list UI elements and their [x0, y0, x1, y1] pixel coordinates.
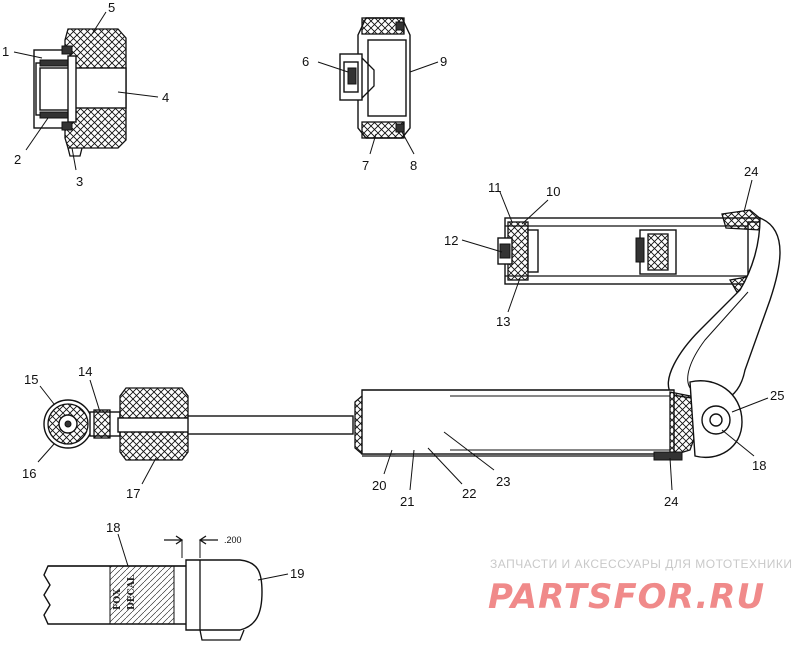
callout-3: 3	[76, 174, 83, 189]
watermark-logo: PARTSFOR.RU	[488, 577, 765, 617]
callout-23: 23	[496, 474, 510, 489]
callout-labels: 1 2 3 4 5 6 7 8 9 10 11 12 13 24 14 15 1…	[2, 0, 784, 581]
callout-4: 4	[162, 90, 169, 105]
callout-1: 1	[2, 44, 9, 59]
callout-7: 7	[362, 158, 369, 173]
callout-5: 5	[108, 0, 115, 15]
callout-19: 19	[290, 566, 304, 581]
callout-9: 9	[440, 54, 447, 69]
callout-11: 11	[488, 180, 502, 195]
watermark-tagline: ЗАПЧАСТИ И АКСЕССУАРЫ ДЛЯ МОТОТЕХНИКИ	[490, 557, 792, 571]
callout-8: 8	[410, 158, 417, 173]
callout-18-body: 18	[752, 458, 766, 473]
reservoir-assembly	[497, 209, 765, 295]
callout-24-bottom: 24	[664, 494, 678, 509]
callout-25: 25	[770, 388, 784, 403]
callout-24-top: 24	[744, 164, 758, 179]
cap-assembly-detail	[339, 17, 411, 139]
callout-10: 10	[546, 184, 560, 199]
decal-detail: FOX DECAL .200	[43, 535, 263, 641]
callout-6: 6	[302, 54, 309, 69]
callout-21: 21	[400, 494, 414, 509]
callout-18-decal: 18	[106, 520, 120, 535]
decal-text-fox: FOX	[113, 589, 123, 610]
callout-14: 14	[78, 364, 92, 379]
bushing-assembly-detail	[33, 28, 127, 157]
callout-16: 16	[22, 466, 36, 481]
decal-text-decal: DECAL	[127, 574, 137, 610]
callout-13: 13	[496, 314, 510, 329]
watermark: ЗАПЧАСТИ И АКСЕССУАРЫ ДЛЯ МОТОТЕХНИКИ PA…	[488, 557, 792, 617]
callout-17: 17	[126, 486, 140, 501]
callout-12: 12	[444, 233, 458, 248]
callout-20: 20	[372, 478, 386, 493]
callout-15: 15	[24, 372, 38, 387]
dimension-label: .200	[224, 535, 242, 545]
leader-lines	[13, 11, 769, 581]
main-shock-body	[43, 380, 743, 461]
callout-2: 2	[14, 152, 21, 167]
callout-22: 22	[462, 486, 476, 501]
